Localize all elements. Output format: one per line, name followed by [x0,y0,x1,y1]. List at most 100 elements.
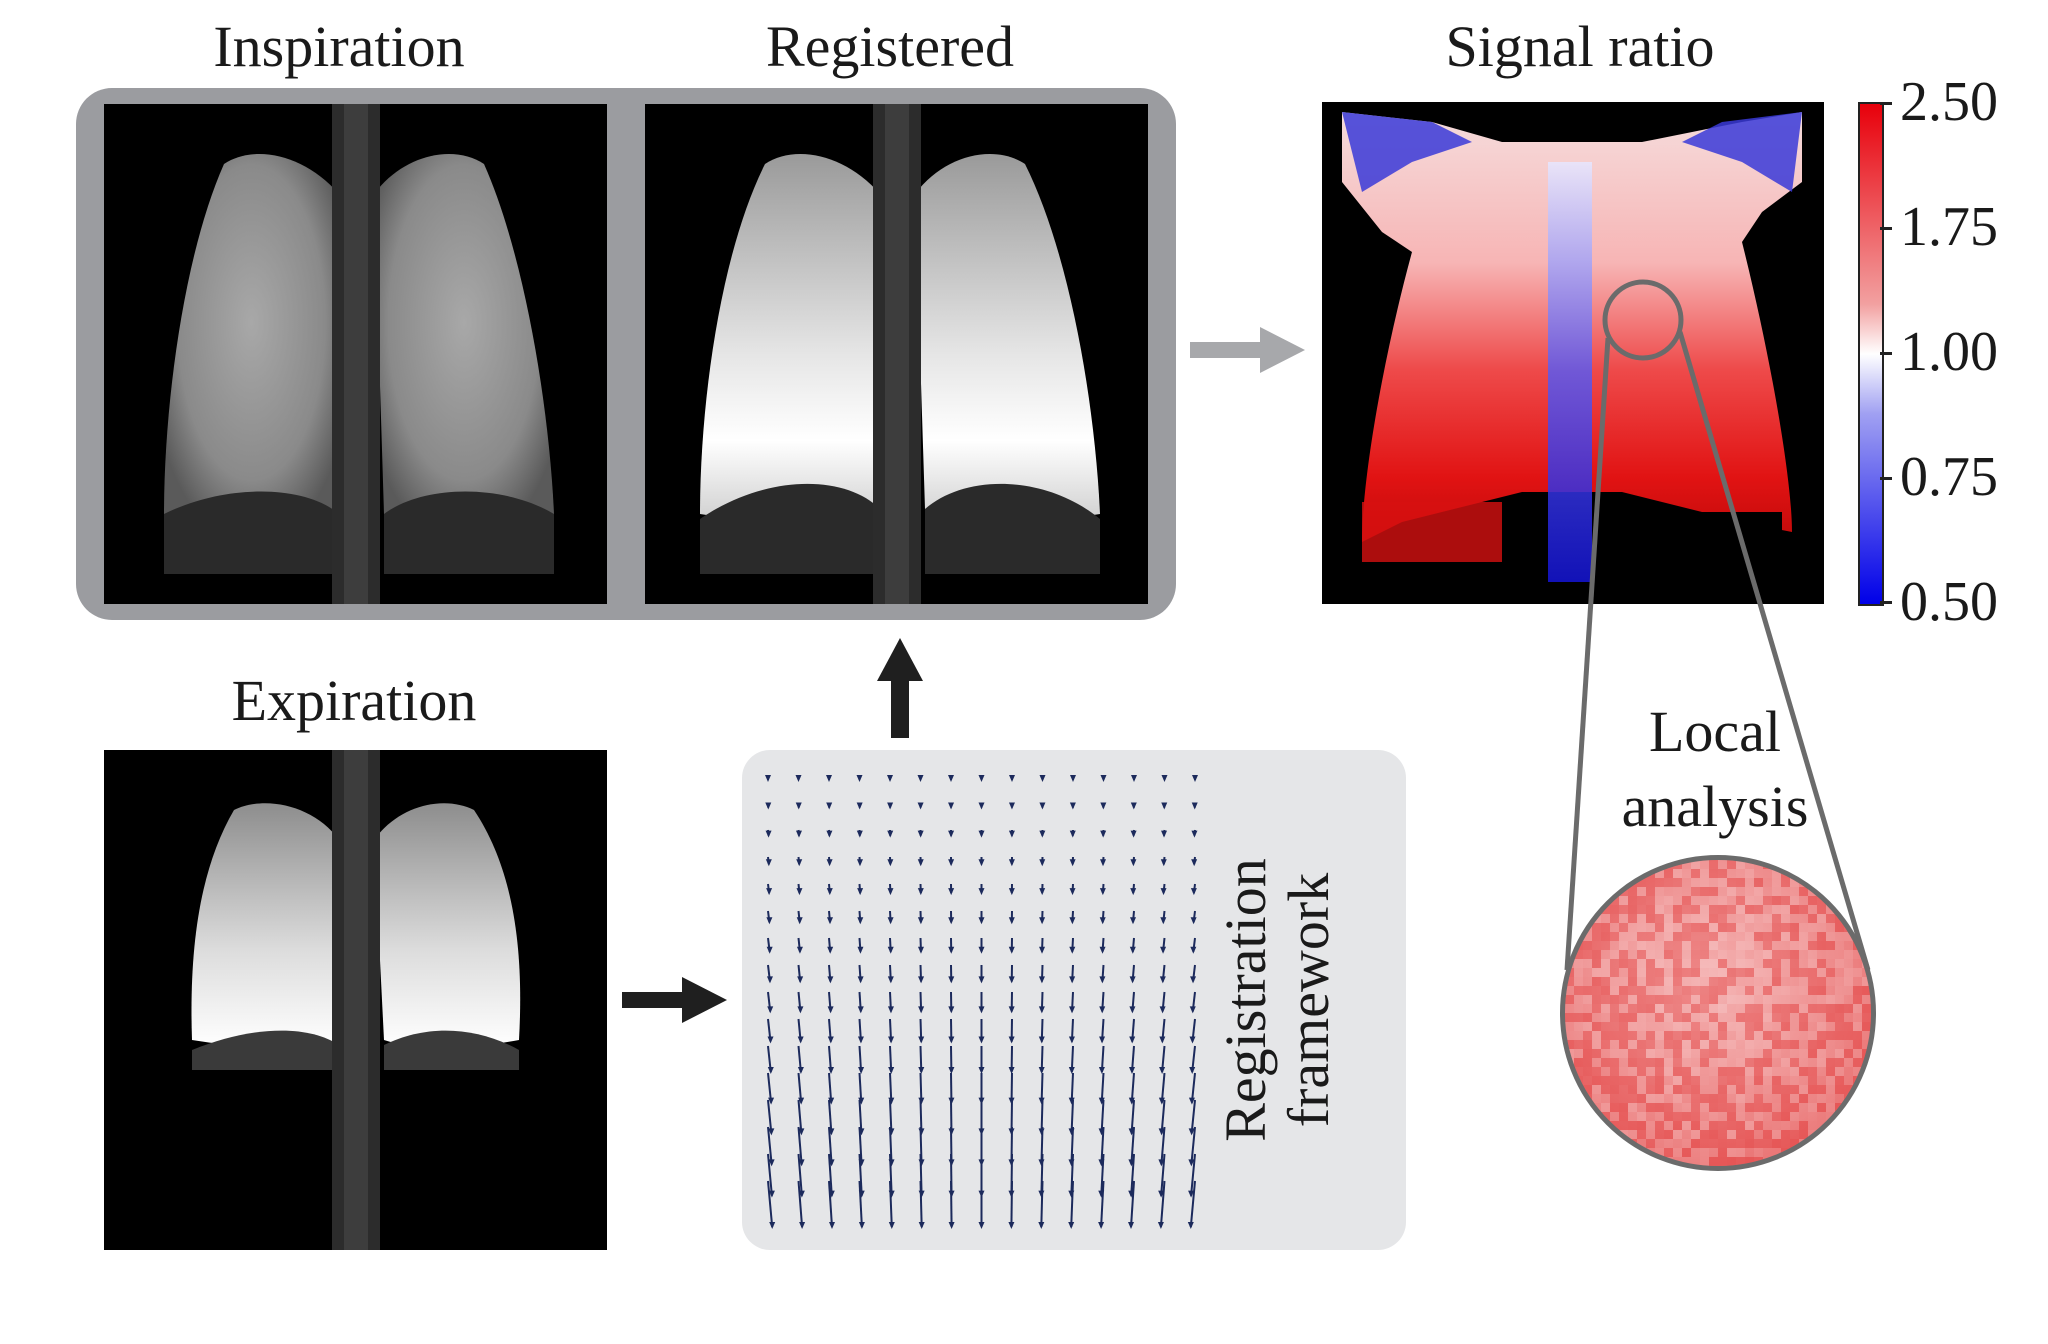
texture-pixel [1610,1103,1619,1112]
texture-pixel [1700,1157,1709,1166]
texture-pixel [1808,959,1817,968]
vector-arrow-head [1009,775,1015,782]
texture-pixel [1709,1148,1718,1157]
texture-pixel [1745,1130,1754,1139]
texture-pixel [1754,932,1763,941]
vector-arrow-head [1190,976,1197,984]
texture-pixel [1664,1085,1673,1094]
vector-arrow-head [1069,802,1076,810]
texture-pixel [1709,914,1718,923]
texture-pixel [1826,1112,1835,1121]
texture-pixel [1700,1049,1709,1058]
texture-pixel [1745,905,1754,914]
vector-arrow-head [858,1097,865,1105]
vector-arrow [919,1180,923,1228]
texture-pixel [1583,1040,1592,1049]
vector-arrow-head [1130,888,1137,896]
texture-pixel [1628,887,1637,896]
vector-arrow-head [918,1066,925,1074]
texture-pixel [1754,1040,1763,1049]
vector-arrow [828,1153,833,1196]
texture-pixel [1610,1022,1619,1031]
texture-pixel [1781,1049,1790,1058]
texture-pixel [1772,995,1781,1004]
registered-title: Registered [765,14,1015,79]
vector-arrow-head [1188,1159,1195,1167]
texture-pixel [1781,1103,1790,1112]
texture-pixel [1646,995,1655,1004]
vector-arrow-head [767,1066,774,1074]
texture-pixel [1646,941,1655,950]
texture-pixel [1664,995,1673,1004]
texture-pixel [1826,1040,1835,1049]
texture-pixel [1583,950,1592,959]
vector-arrow [889,1099,893,1134]
texture-pixel [1736,869,1745,878]
texture-pixel [1682,1013,1691,1022]
texture-pixel [1799,914,1808,923]
vector-arrow-head [1008,830,1015,838]
texture-pixel [1763,1058,1772,1067]
texture-pixel [1835,1094,1844,1103]
texture-pixel [1799,1130,1808,1139]
texture-pixel [1835,1013,1844,1022]
texture-pixel [1619,1031,1628,1040]
texture-pixel [1691,1157,1700,1166]
texture-pixel [1628,1085,1637,1094]
texture-pixel [1619,1076,1628,1085]
texture-pixel [1826,1103,1835,1112]
texture-pixel [1601,932,1610,941]
vector-arrow-head [858,1222,865,1229]
texture-pixel [1781,986,1790,995]
texture-pixel [1637,932,1646,941]
texture-pixel [1709,896,1718,905]
texture-pixel [1790,1112,1799,1121]
texture-pixel [1835,959,1844,968]
texture-pixel [1817,1049,1826,1058]
texture-pixel [1628,896,1637,905]
texture-pixel [1664,1076,1673,1085]
texture-pixel [1610,1067,1619,1076]
texture-pixel [1610,1121,1619,1130]
texture-pixel [1709,977,1718,986]
vector-arrow-head [1158,1097,1165,1105]
texture-pixel [1790,1004,1799,1013]
texture-pixel [1646,1058,1655,1067]
texture-pixel [1799,941,1808,950]
texture-pixel [1754,1094,1763,1103]
texture-pixel [1844,1004,1853,1013]
texture-pixel [1763,995,1772,1004]
texture-pixel [1601,1103,1610,1112]
vector-arrow-head [829,1222,835,1229]
texture-pixel [1709,923,1718,932]
texture-pixel [1664,1148,1673,1157]
texture-pixel [1790,1130,1799,1139]
texture-pixel [1673,914,1682,923]
texture-pixel [1772,1049,1781,1058]
texture-pixel [1610,1112,1619,1121]
texture-pixel [1691,914,1700,923]
texture-pixel [1700,1031,1709,1040]
texture-pixel [1826,1058,1835,1067]
vector-arrow-head [1188,1190,1195,1198]
local-zoom-connector [1564,279,1871,971]
texture-pixel [1763,1139,1772,1148]
texture-pixel [1736,1049,1745,1058]
vector-arrow-head [765,859,772,867]
texture-pixel [1745,950,1754,959]
texture-pixel [1664,1004,1673,1013]
texture-pixel [1817,1112,1826,1121]
vector-arrow-head [858,1066,865,1074]
texture-pixel [1781,1004,1790,1013]
vector-arrow-head [1039,830,1046,838]
texture-pixel [1754,923,1763,932]
vector-arrow-head [826,888,833,896]
texture-pixel [1763,1112,1772,1121]
texture-pixel [1673,1031,1682,1040]
texture-pixel [1853,1004,1862,1013]
texture-pixel [1655,896,1664,905]
texture-pixel [1637,896,1646,905]
texture-pixel [1799,932,1808,941]
texture-pixel [1682,932,1691,941]
texture-pixel [1673,1040,1682,1049]
